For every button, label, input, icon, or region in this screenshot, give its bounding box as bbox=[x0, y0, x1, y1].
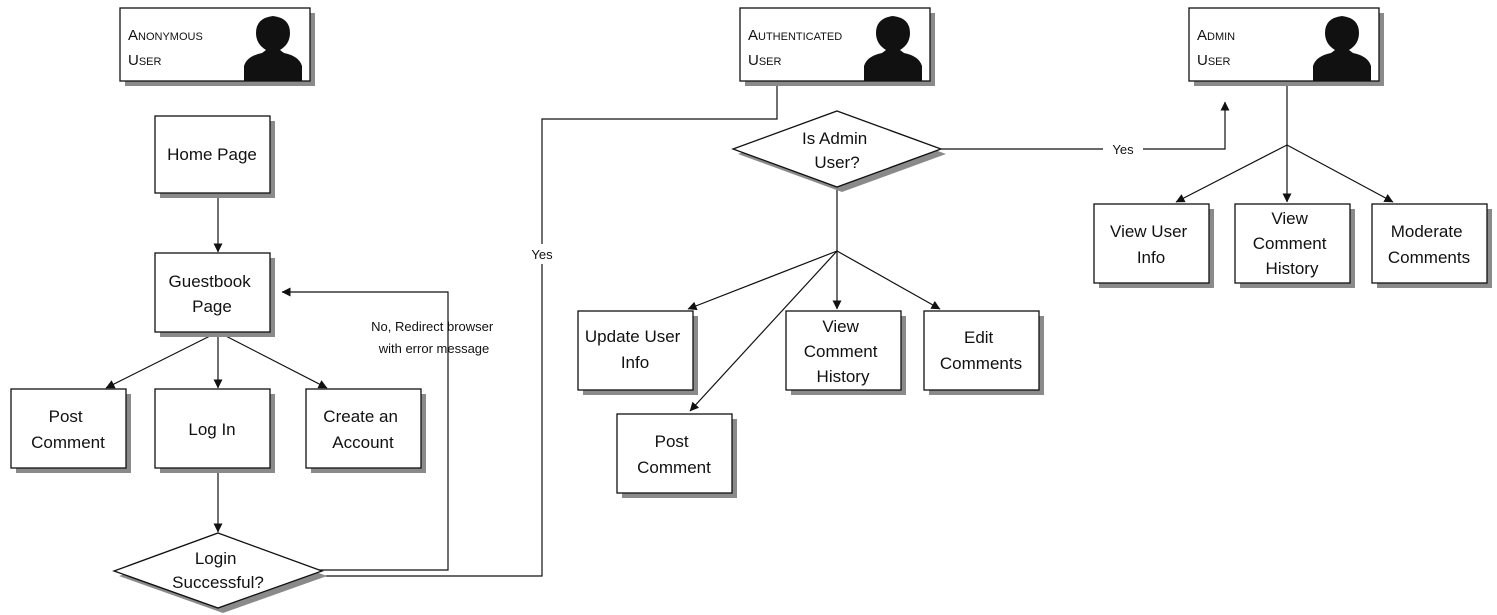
role-title-line2: USER bbox=[128, 52, 162, 69]
node-label: Post Comment bbox=[31, 407, 105, 452]
node-label: Edit Comments bbox=[940, 328, 1022, 373]
edge-admin-hub-to-view-user-info bbox=[1175, 144, 1288, 203]
node-log-in: Log In bbox=[154, 388, 275, 473]
role-authenticated-user: AUTHENTICATED USER bbox=[739, 7, 935, 86]
node-label: View Comment History bbox=[1253, 209, 1331, 278]
edge-guestbook-to-post-comment bbox=[105, 331, 219, 389]
edge-label-login-yes: Yes bbox=[531, 247, 553, 262]
edge-login-yes-authenticated bbox=[322, 76, 782, 577]
node-view-comment-history-admin: View Comment History bbox=[1234, 203, 1355, 288]
node-create-account: Create an Account bbox=[305, 388, 426, 473]
node-home-page: Home Page bbox=[154, 115, 275, 198]
node-view-comment-history: View Comment History bbox=[785, 310, 906, 395]
decision-label: Login Successful? bbox=[172, 549, 264, 592]
edge-label-login-no: No, Redirect browser with error message bbox=[371, 319, 497, 356]
edge-guestbook-to-create-account bbox=[217, 331, 328, 389]
role-admin-user: ADMIN USER bbox=[1188, 7, 1384, 86]
node-label: View User Info bbox=[1110, 222, 1192, 267]
edge-label-admin-yes: Yes bbox=[1112, 142, 1134, 157]
node-moderate-comments: Moderate Comments bbox=[1371, 203, 1492, 288]
node-post-comment: Post Comment bbox=[10, 388, 131, 473]
role-anonymous-user: ANONYMOUS USER bbox=[119, 7, 315, 86]
user-silhouette-icon bbox=[1313, 16, 1371, 81]
user-silhouette-icon bbox=[864, 16, 922, 81]
role-title-line1: AUTHENTICATED bbox=[748, 27, 842, 44]
decision-is-admin-user: Is Admin User? bbox=[731, 110, 946, 192]
edge-login-no-redirect bbox=[281, 287, 449, 571]
node-label: Update User Info bbox=[585, 327, 685, 372]
node-label: Guestbook Page bbox=[169, 272, 256, 316]
node-post-comment-authenticated: Post Comment bbox=[616, 413, 737, 498]
node-guestbook-page: Guestbook Page bbox=[154, 252, 275, 337]
role-title-line1: ANONYMOUS bbox=[128, 27, 203, 44]
node-label: Home Page bbox=[167, 145, 257, 164]
edge-label-bg bbox=[1103, 140, 1143, 158]
edge-admin-hub-to-moderate-comments bbox=[1286, 144, 1394, 203]
node-edit-comments: Edit Comments bbox=[923, 310, 1044, 395]
node-update-user-info: Update User Info bbox=[577, 310, 698, 395]
node-label: Log In bbox=[188, 420, 235, 439]
decision-label: Is Admin User? bbox=[802, 129, 872, 172]
role-title-line2: USER bbox=[1197, 52, 1231, 69]
node-label: View Comment History bbox=[804, 317, 882, 386]
edge-hub-to-edit-comments bbox=[836, 250, 941, 310]
edge-hub-to-post-comment bbox=[689, 250, 838, 412]
user-silhouette-icon bbox=[244, 16, 302, 81]
node-view-user-info: View User Info bbox=[1093, 203, 1214, 288]
role-title-line1: ADMIN bbox=[1197, 27, 1235, 44]
node-label: Moderate Comments bbox=[1388, 222, 1470, 267]
node-label: Create an Account bbox=[323, 407, 402, 452]
role-title-line2: USER bbox=[748, 52, 782, 69]
edge-label-bg bbox=[524, 244, 560, 264]
connectors bbox=[105, 76, 1394, 577]
edge-hub-to-update-user-info bbox=[687, 250, 838, 311]
decision-login-successful: Login Successful? bbox=[112, 532, 327, 613]
edge-is-admin-yes bbox=[941, 101, 1230, 150]
node-label: Post Comment bbox=[637, 432, 711, 477]
